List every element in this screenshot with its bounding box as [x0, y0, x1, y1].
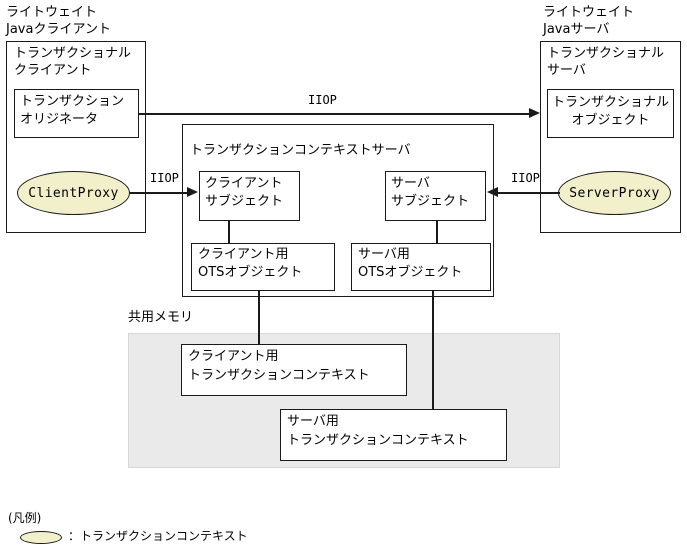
server-subject-box [385, 171, 486, 221]
transaction-context-server-title: トランザクションコンテキストサーバ [190, 143, 411, 158]
client-transaction-context-box [181, 344, 407, 396]
link-server-ots-to-server-context [432, 291, 434, 409]
server-proxy-ellipse: ServerProxy [558, 171, 671, 215]
legend-context-swatch [20, 531, 62, 544]
legend-heading: (凡例) [8, 511, 42, 525]
transaction-originator-line1: トランザクション [20, 94, 125, 109]
iiop-top-arrowhead [529, 108, 540, 118]
server-transaction-context-line1: サーバ用 [287, 414, 339, 429]
client-proxy-ellipse: ClientProxy [17, 171, 130, 215]
iiop-right-label: IIOP [511, 171, 540, 185]
transaction-originator-line2: オリジネータ [20, 112, 99, 127]
client-subject-line1: クライアント [205, 176, 283, 191]
legend-item-label: トランザクションコンテキスト [80, 529, 248, 543]
transactional-object-box: トランザクショナル オブジェクト [547, 89, 674, 138]
link-server-subject-to-server-ots [436, 221, 438, 243]
server-transaction-context-line2: トランザクションコンテキスト [287, 433, 469, 448]
server-subject-line1: サーバ [391, 176, 430, 191]
client-subject-box [199, 171, 300, 221]
transaction-originator-box [14, 89, 139, 138]
transactional-client-box [6, 41, 146, 233]
iiop-left-label: IIOP [150, 171, 179, 185]
server-zone-caption-line2: Javaサーバ [543, 22, 610, 37]
client-transaction-context-line2: トランザクションコンテキスト [188, 368, 370, 383]
link-client-subject-to-client-ots [228, 221, 230, 243]
server-ots-object-line1: サーバ用 [358, 247, 410, 262]
client-ots-object-line1: クライアント用 [198, 247, 289, 262]
transactional-server-box [540, 41, 681, 233]
transactional-client-title-line2: クライアント [14, 63, 92, 78]
client-proxy-label: ClientProxy [28, 185, 119, 201]
transactional-server-title-line2: サーバ [547, 63, 586, 78]
server-ots-object-box [351, 243, 491, 291]
transactional-server-title-line1: トランザクショナル [547, 46, 665, 61]
server-proxy-label: ServerProxy [569, 185, 660, 201]
shared-memory-caption: 共用メモリ [128, 310, 194, 325]
iiop-top-connector-line [139, 113, 531, 115]
iiop-right-connector-line [497, 192, 560, 194]
server-zone-caption-line1: ライトウェイト [543, 5, 635, 20]
transaction-context-server-box [182, 124, 494, 297]
transactional-object-line1: トランザクショナル [551, 95, 669, 110]
legend-item-text: ：トランザクションコンテキスト [68, 528, 248, 544]
iiop-top-label: IIOP [308, 93, 337, 107]
client-transaction-context-line1: クライアント用 [188, 349, 279, 364]
transactional-client-title-line1: トランザクショナル [14, 46, 132, 61]
client-ots-object-box [191, 243, 335, 291]
iiop-right-arrowhead [487, 187, 498, 197]
transactional-object-line2: オブジェクト [571, 113, 650, 128]
iiop-left-arrowhead [187, 187, 198, 197]
iiop-left-connector-line [129, 192, 190, 194]
server-ots-object-line2: OTSオブジェクト [358, 265, 463, 280]
link-client-ots-to-client-context [258, 291, 260, 344]
legend-item-separator: ： [68, 529, 81, 543]
client-subject-line2: サブジェクト [205, 194, 284, 209]
server-transaction-context-box [280, 409, 507, 461]
client-zone-caption-line2: Javaクライアント [6, 22, 111, 37]
server-subject-line2: サブジェクト [391, 194, 470, 209]
client-ots-object-line2: OTSオブジェクト [198, 265, 303, 280]
client-zone-caption-line1: ライトウェイト [6, 5, 98, 20]
